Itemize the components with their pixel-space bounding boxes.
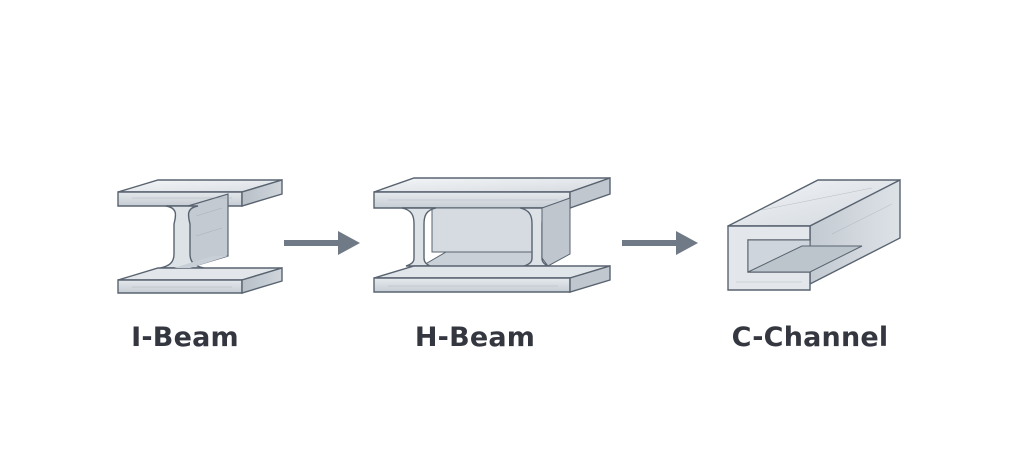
label-i-beam: I-Beam [131, 322, 239, 353]
arrow-right-icon [622, 230, 702, 256]
label-c-channel: C-Channel [731, 322, 889, 353]
h-beam-icon [368, 174, 616, 298]
i-beam-icon [112, 176, 292, 298]
c-channel-icon [722, 174, 906, 298]
arrow-right-icon [284, 230, 364, 256]
label-h-beam: H-Beam [414, 322, 536, 353]
